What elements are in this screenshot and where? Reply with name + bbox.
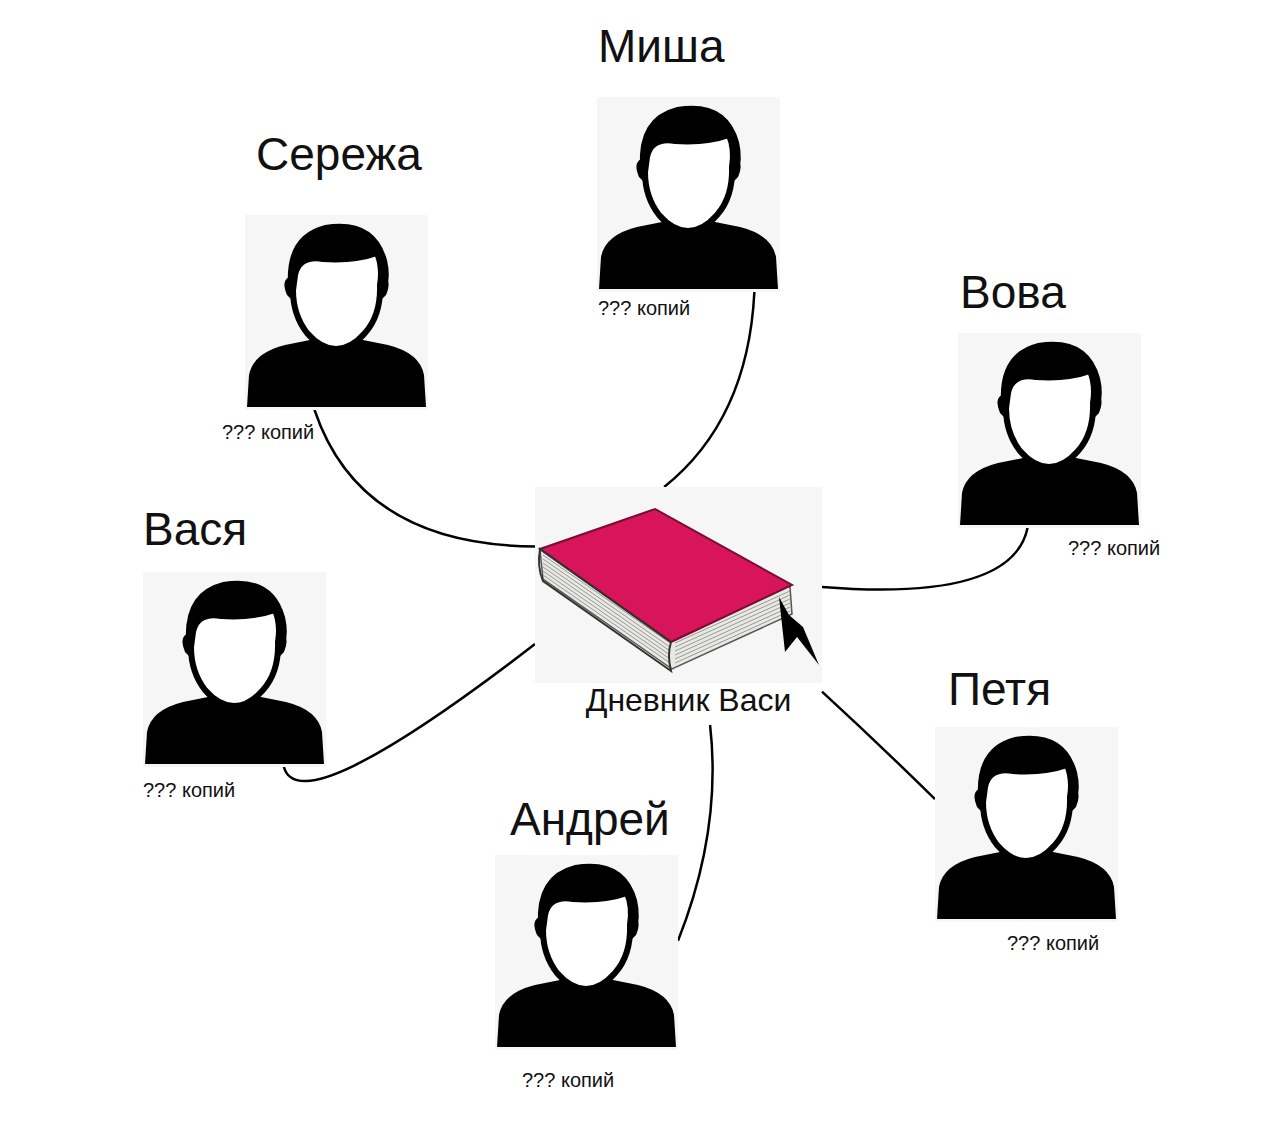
copies-count: ??? копий: [1068, 536, 1160, 560]
person-node: Андрей ??? копий: [495, 793, 678, 1094]
diary-node: Дневник Васи: [535, 487, 822, 725]
connector-line: [678, 725, 713, 941]
copies-count: ??? копий: [143, 778, 235, 802]
person-node: Сережа ??? копий: [222, 128, 428, 446]
connector-line: [822, 692, 935, 799]
person-node: Вова ??? копий: [958, 266, 1160, 562]
person-name: Андрей: [510, 793, 670, 845]
person-icon: [143, 572, 326, 767]
person-icon: [245, 215, 428, 410]
person-icon: [597, 97, 780, 292]
person-node: Миша ??? копий: [597, 20, 780, 322]
connector-line: [664, 292, 754, 487]
person-name: Вася: [143, 503, 247, 555]
person-icon: [495, 855, 678, 1050]
person-node: Вася ??? копий: [143, 503, 326, 804]
diary-label: Дневник Васи: [586, 681, 792, 719]
person-name: Петя: [948, 663, 1051, 715]
person-name: Сережа: [256, 128, 422, 180]
connector-line: [315, 410, 535, 547]
copies-count: ??? копий: [598, 296, 690, 320]
person-node: Петя ??? копий: [935, 663, 1118, 957]
connector-line: [822, 528, 1028, 590]
copies-count: ??? копий: [522, 1068, 614, 1092]
person-name: Вова: [960, 266, 1066, 318]
copies-count: ??? копий: [1007, 931, 1099, 955]
copies-count: ??? копий: [222, 420, 314, 444]
person-name: Миша: [598, 20, 725, 72]
diary-book: [535, 487, 822, 683]
person-icon: [958, 333, 1141, 528]
person-icon: [935, 727, 1118, 922]
